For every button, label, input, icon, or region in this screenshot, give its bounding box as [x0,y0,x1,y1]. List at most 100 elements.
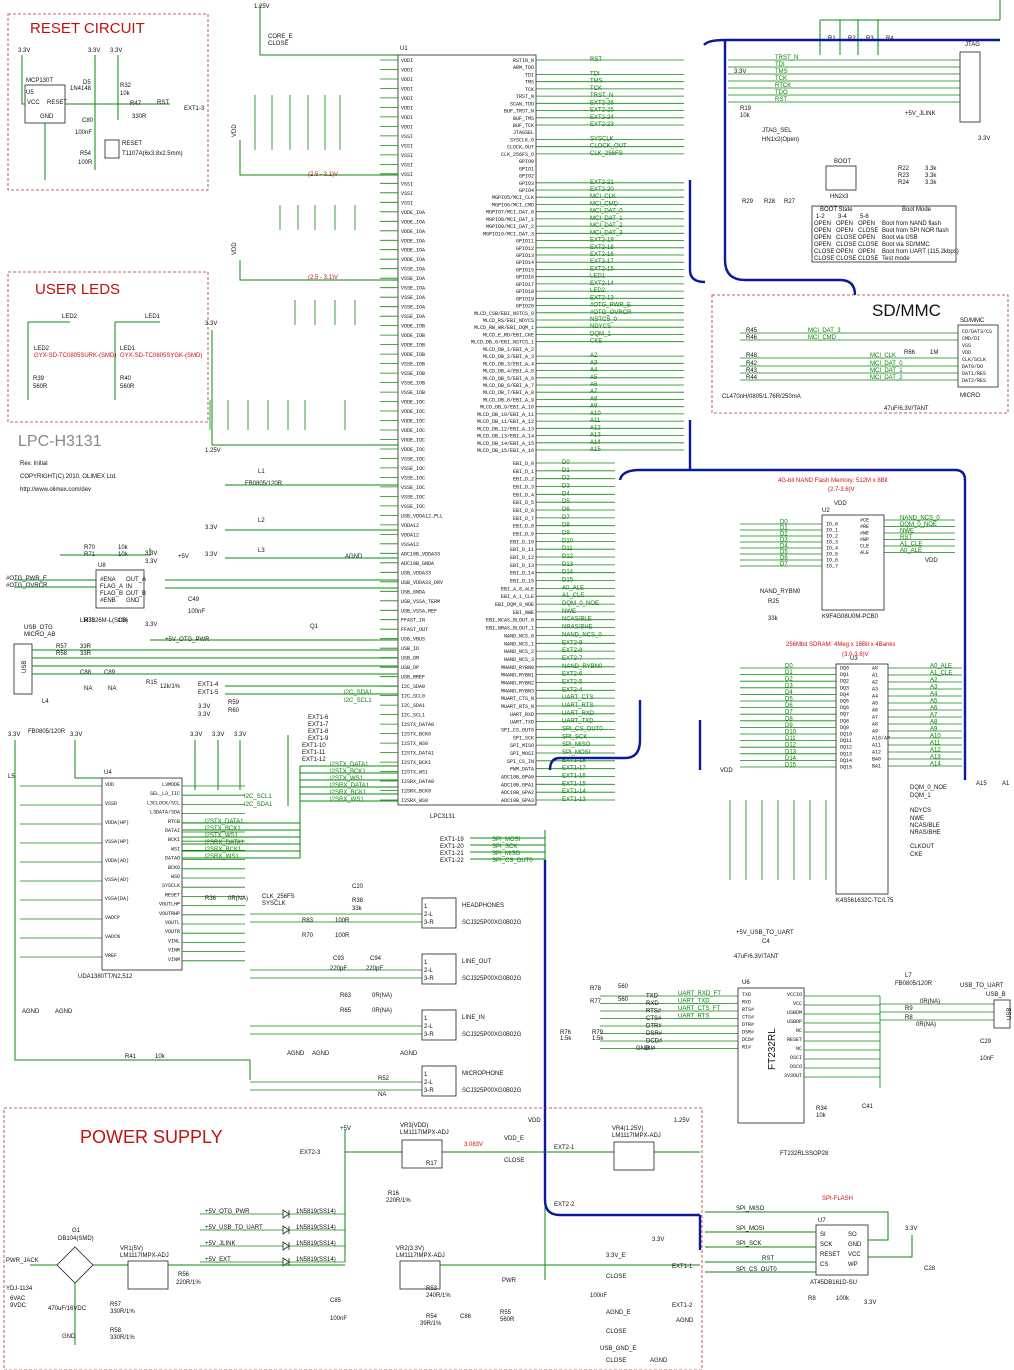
svg-text:10k: 10k [740,113,751,119]
u1-right-pin: BUF_TRST_N [504,109,534,115]
boot-table-cell: Boot via USB [882,235,918,241]
diode-icon [282,1209,290,1219]
svg-text:R8: R8 [905,1015,913,1021]
svg-text:FLAG_B: FLAG_B [100,591,123,597]
svg-text:SPI_SCK: SPI_SCK [736,1241,761,1247]
svg-text:EXT2-3: EXT2-3 [300,1150,321,1156]
svg-text:0R(NA): 0R(NA) [920,999,940,1005]
u1-right-pin: TRST_N [516,94,534,100]
svg-text:R72: R72 [84,618,96,624]
u1-ebi-net: DQM_0_NOE [562,601,599,607]
u1-ebi-pin: ADC10B_GPA1 [501,782,534,788]
audio-jack [421,953,457,985]
svg-text:I2C_SCL1: I2C_SCL1 [344,698,372,704]
svg-text:100R: 100R [335,933,350,939]
u1-right-pin: GPIO3 [519,181,534,187]
svg-text:GND: GND [40,114,54,120]
svg-text:I2SRX_DATA1: I2SRX_DATA1 [205,840,245,846]
nand-net: D3 [780,538,788,544]
u1-ebi-net: A1_CLE [562,593,584,599]
nand-net: D6 [780,556,788,562]
svg-text:AGND: AGND [650,1358,668,1364]
u1-ebi-net: D13 [562,562,574,568]
svg-text:R17: R17 [426,1161,438,1167]
svg-text:10k: 10k [155,1054,166,1060]
u1-right-net: EXT2-21 [590,180,614,186]
u1-ebi-pin: EBI_D_11 [510,547,534,553]
svg-text:Q1: Q1 [310,624,319,630]
u1-left-pin: VSSE_IOA [401,295,425,301]
sdram-net: A1_CLE [930,671,952,677]
sdram-pin: DQ3 [840,685,849,691]
u1-right-net: EXT2-25 [590,108,614,114]
svg-text:USB: USB [1007,1008,1013,1020]
audio-jack-label: MICROPHONE [462,1071,503,1077]
svg-text:3.083V: 3.083V [464,1142,483,1148]
u1-right-net: A5 [590,375,598,381]
svg-text:VDD_E: VDD_E [504,1136,524,1142]
u1-ebi-net: NAND_NCS_0 [562,632,602,638]
audio-wire [250,969,422,979]
u1-ebi-pin: EBI_D_1 [513,469,534,475]
u1-right-pin: GPIO0 [519,159,534,165]
svg-text:R8: R8 [808,1296,816,1302]
u1-ebi-pin: EBI_D_2 [513,477,534,483]
svg-text:C41: C41 [862,1104,874,1110]
svg-text:R56: R56 [178,1272,190,1278]
svg-text:330R/1%: 330R/1% [110,1335,135,1341]
svg-text:EXT1-9: EXT1-9 [308,736,329,742]
ft-port-label: DSR# [646,1031,663,1037]
svg-text:I2STX_DATA1: I2STX_DATA1 [205,819,244,825]
u1-ebi-net: D10 [562,538,574,544]
u1-left-pin: VDDE_IOB [401,343,425,349]
svg-text:CKE: CKE [910,852,922,858]
sdram-pin: DQ11 [840,738,852,744]
u1-left-pin: VDDI [401,115,413,121]
svg-text:+5V_USB_TO_UART: +5V_USB_TO_UART [736,930,794,936]
ft-net: UART_CTS_FT [678,1006,721,1012]
svg-text:R66: R66 [904,350,916,356]
u4-left-pin: VDDA(HP) [105,820,129,826]
boot-table-cell: Boot from NAND flash [882,221,941,227]
svg-text:330R/1%: 330R/1% [110,1309,135,1315]
sdram-pin: A6 [872,708,878,714]
svg-text:EXT1-22: EXT1-22 [440,858,464,864]
svg-text:VDD: VDD [232,242,238,255]
svg-text:3.3V: 3.3V [234,732,246,738]
u1-ebi-pin: EBI_D_5 [513,500,534,506]
u1-right-net: EXT2-16 [590,252,614,258]
u1-right-pin: MLCD_DB_13/EBI_A_14 [477,434,534,440]
sd-pin: VSS [962,343,971,349]
boot-table-cell: OPEN [814,235,831,241]
svg-text:3.3V: 3.3V [205,321,217,327]
svg-text:A1: A1 [1002,781,1010,787]
svg-text:FLAG_A: FLAG_A [100,584,123,590]
u1-left-pin: VSSE_IOA [401,276,425,282]
boot-table-cell: Boot from UART (115.2kbps) [882,249,959,255]
svg-text:3.3V: 3.3V [110,48,122,54]
u1-right-net: EXT2-24 [590,115,614,121]
svg-text:3.3V: 3.3V [734,69,746,75]
svg-text:R24: R24 [898,180,910,186]
u1-left-pin: VDDE_IOA [401,248,425,254]
nand-pin: ALE [860,550,869,556]
svg-text:NA: NA [84,686,92,692]
svg-text:GND: GND [126,598,140,604]
jtag-net: TDI [775,62,785,68]
u1-ebi-net: D2 [562,476,570,482]
buses [543,38,1000,1250]
svg-text:10nF: 10nF [980,1056,994,1062]
audio-wire [250,913,422,923]
svg-text:3.3V: 3.3V [205,525,217,531]
power-net: +5V_USB_TO_UART [205,1225,263,1231]
svg-text:10k: 10k [816,1113,827,1119]
power-diode: 1N5819(SS14) [296,1241,336,1247]
u1-right-pin: MGPIO7/MCI_DAT_0 [486,210,534,216]
svg-text:1.5k: 1.5k [592,1036,604,1042]
svg-text:LED2: LED2 [34,346,50,352]
u1-right-net: LED2 [590,288,606,294]
u1-ebi-pin: EBI_D_0 [513,461,534,467]
svg-text:#OTG_OVRCR: #OTG_OVRCR [6,583,48,589]
jack-pin: 1 [424,904,428,910]
svg-text:C93: C93 [333,956,345,962]
